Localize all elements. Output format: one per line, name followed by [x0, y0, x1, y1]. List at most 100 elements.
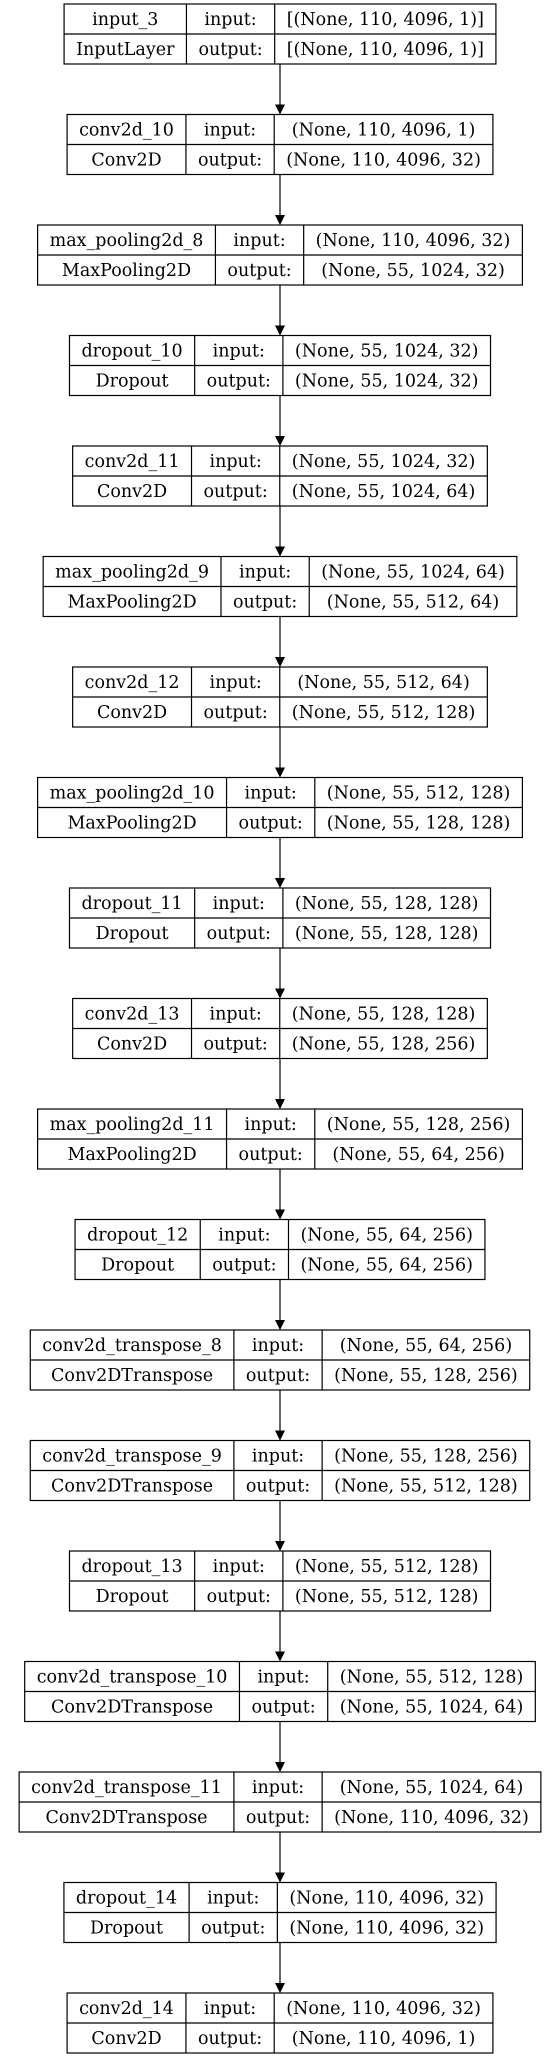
input-shape: (None, 110, 4096, 32) [286, 1999, 481, 2019]
input-shape: (None, 110, 4096, 32) [289, 1889, 484, 1909]
output-label: output: [201, 1919, 265, 1939]
input-shape: (None, 55, 64, 256) [340, 1336, 512, 1356]
output-label: output: [212, 1256, 276, 1276]
output-label: output: [207, 1587, 271, 1607]
input-label: input: [213, 894, 265, 914]
input-shape: (None, 55, 1024, 64) [321, 563, 505, 583]
input-shape: (None, 55, 512, 128) [340, 1668, 524, 1688]
input-shape: (None, 55, 128, 256) [334, 1447, 518, 1467]
output-label: output: [239, 1145, 303, 1165]
input-shape: (None, 110, 4096, 1) [292, 121, 476, 141]
input-shape: (None, 55, 128, 128) [295, 894, 479, 914]
input-shape: (None, 55, 512, 128) [327, 784, 511, 804]
input-label: input: [252, 1447, 304, 1467]
output-shape: (None, 55, 64, 256) [300, 1256, 472, 1276]
output-label: output: [246, 1808, 310, 1828]
input-shape: (None, 55, 1024, 32) [295, 342, 479, 362]
layer-type: Conv2D [97, 703, 167, 723]
layer-name: dropout_11 [81, 894, 182, 914]
output-label: output: [198, 40, 262, 60]
layer-name: conv2d_13 [85, 1005, 180, 1025]
layer-name: conv2d_11 [85, 452, 180, 472]
output-label: output: [246, 1366, 310, 1386]
layer-type: Conv2DTranspose [51, 1477, 213, 1497]
output-label: output: [198, 2029, 262, 2049]
output-shape: (None, 55, 1024, 64) [292, 482, 476, 502]
layer-name: dropout_14 [76, 1889, 177, 1909]
layer-node: conv2d_transpose_10Conv2DTransposeinput:… [24, 1660, 536, 1723]
layer-name: conv2d_14 [79, 1999, 174, 2019]
layer-name: conv2d_transpose_9 [42, 1447, 222, 1467]
input-shape: (None, 55, 128, 256) [327, 1115, 511, 1135]
layer-name: dropout_12 [87, 1226, 188, 1246]
layer-node: max_pooling2d_10MaxPooling2Dinput:output… [37, 776, 523, 839]
layer-name: max_pooling2d_10 [50, 784, 215, 804]
output-label: output: [227, 261, 291, 281]
output-shape: (None, 55, 128, 128) [295, 924, 479, 944]
input-shape: (None, 55, 512, 64) [297, 673, 469, 693]
layer-name: dropout_13 [81, 1557, 182, 1577]
input-label: input: [213, 342, 265, 362]
input-label: input: [257, 1668, 309, 1688]
output-label: output: [246, 1477, 310, 1497]
output-shape: (None, 55, 512, 64) [327, 593, 499, 613]
layer-type: MaxPooling2D [67, 593, 196, 613]
layer-name: dropout_10 [81, 342, 182, 362]
output-label: output: [207, 372, 271, 392]
layer-type: MaxPooling2D [62, 261, 191, 281]
layer-type: Conv2D [97, 1035, 167, 1055]
layer-name: max_pooling2d_8 [50, 231, 204, 251]
output-label: output: [204, 482, 268, 502]
layer-type: Dropout [90, 1919, 163, 1939]
layer-type: InputLayer [76, 40, 175, 60]
input-shape: (None, 55, 512, 128) [295, 1557, 479, 1577]
layer-type: MaxPooling2D [67, 1145, 196, 1165]
output-label: output: [233, 593, 297, 613]
output-label: output: [204, 1035, 268, 1055]
layer-type: Conv2DTranspose [51, 1366, 213, 1386]
layer-name: conv2d_10 [79, 121, 174, 141]
output-shape: (None, 55, 512, 128) [295, 1587, 479, 1607]
layer-type: Conv2DTranspose [45, 1808, 207, 1828]
output-label: output: [207, 924, 271, 944]
output-shape: (None, 55, 128, 128) [327, 814, 511, 834]
output-shape: (None, 55, 64, 256) [332, 1145, 504, 1165]
output-shape: (None, 110, 4096, 32) [289, 1919, 484, 1939]
input-label: input: [204, 1999, 256, 2019]
input-label: input: [245, 784, 297, 804]
layer-name: conv2d_12 [85, 673, 180, 693]
output-shape: (None, 110, 4096, 1) [292, 2029, 476, 2049]
output-label: output: [198, 151, 262, 171]
output-shape: (None, 55, 512, 128) [334, 1477, 518, 1497]
layer-type: Conv2D [97, 482, 167, 502]
layer-type: Dropout [96, 372, 169, 392]
input-label: input: [233, 231, 285, 251]
layer-type: Dropout [96, 1587, 169, 1607]
input-label: input: [213, 1557, 265, 1577]
layer-node: max_pooling2d_11MaxPooling2Dinput:output… [37, 1108, 523, 1170]
input-label: input: [252, 1336, 304, 1356]
input-label: input: [218, 1226, 270, 1246]
layer-name: max_pooling2d_9 [55, 563, 209, 583]
layer-name: conv2d_transpose_10 [37, 1668, 228, 1688]
input-label: input: [252, 1778, 304, 1798]
layer-name: conv2d_transpose_11 [31, 1778, 222, 1798]
input-label: input: [239, 563, 291, 583]
input-label: input: [204, 10, 256, 30]
layer-type: Dropout [101, 1256, 174, 1276]
